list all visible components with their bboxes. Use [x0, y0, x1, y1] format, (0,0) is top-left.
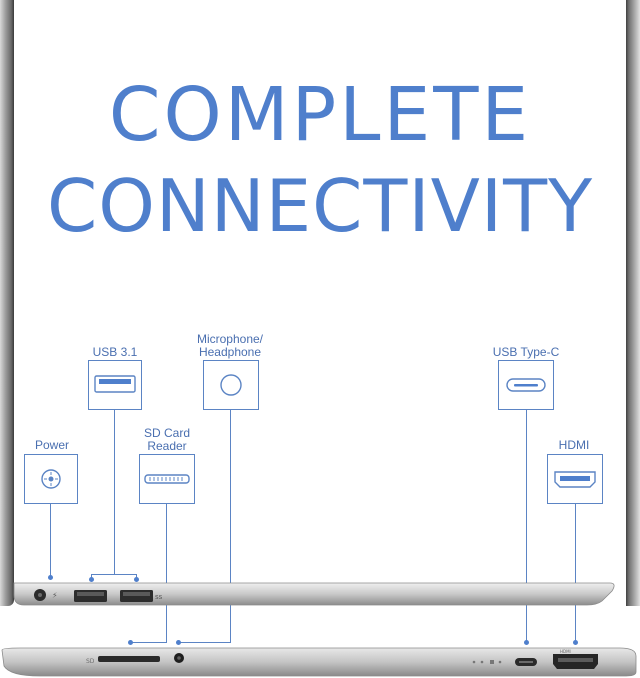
usb-c-port-icon [506, 378, 546, 392]
usb-a-port-icon [94, 375, 136, 393]
usbc-connector-line [526, 410, 527, 642]
audio-jack-port-box [203, 360, 259, 410]
headline-line-2: CONNECTIVITY [46, 164, 594, 248]
label-microphone-line-1: Microphone/ [196, 332, 264, 346]
usb-connector-bracket [91, 574, 137, 575]
power-port-box [24, 454, 78, 504]
hdmi-port-icon [554, 471, 596, 488]
power-connector-line [50, 504, 51, 578]
usb-connector-bracket-right [136, 574, 137, 579]
label-sd-card-line-2: Reader [147, 439, 187, 453]
label-hdmi: HDMI [558, 438, 590, 452]
label-power: Power [34, 438, 69, 452]
usbc-connector-dot [524, 640, 529, 645]
label-sd-card-line-1: SD Card [143, 426, 190, 440]
laptop-left-side-profile: ⚡ ss [13, 582, 615, 606]
audio-jack-icon [220, 374, 242, 396]
hdmi-marking: HDMI [560, 649, 571, 654]
sd-connector-bracket [130, 642, 167, 643]
label-usb-3-1: USB 3.1 [92, 345, 138, 359]
usb-connector-dot-1 [89, 577, 94, 582]
usb-c-port-box [498, 360, 554, 410]
sd-card-slot-icon [144, 474, 190, 484]
power-connector-dot [48, 575, 53, 580]
sd-connector-dot [128, 640, 133, 645]
sd-card-port-box [139, 454, 195, 504]
hdmi-port-box [547, 454, 603, 504]
audio-connector-bracket [178, 642, 231, 643]
laptop-lid-left-edge [0, 0, 14, 606]
sd-marking: SD [86, 658, 95, 665]
svg-text:ss: ss [155, 593, 163, 601]
power-port-icon [41, 469, 61, 489]
hdmi-connector-line [575, 504, 576, 642]
headline-line-1: COMPLETE [108, 72, 532, 158]
usb-3-1-port-box [88, 360, 142, 410]
laptop-right-side-profile: SD HDMI [1, 647, 637, 677]
hdmi-connector-dot [573, 640, 578, 645]
svg-text:⚡: ⚡ [52, 591, 58, 600]
usb-connector-dot-2 [134, 577, 139, 582]
label-microphone-line-2: Headphone [198, 345, 262, 359]
label-usb-type-c: USB Type-C [492, 345, 560, 359]
usb-connector-line [114, 410, 115, 574]
laptop-lid-right-edge [626, 0, 640, 606]
usb-connector-bracket-left [91, 574, 92, 579]
sd-connector-line [166, 504, 167, 642]
audio-connector-line [230, 410, 231, 642]
audio-connector-dot [176, 640, 181, 645]
